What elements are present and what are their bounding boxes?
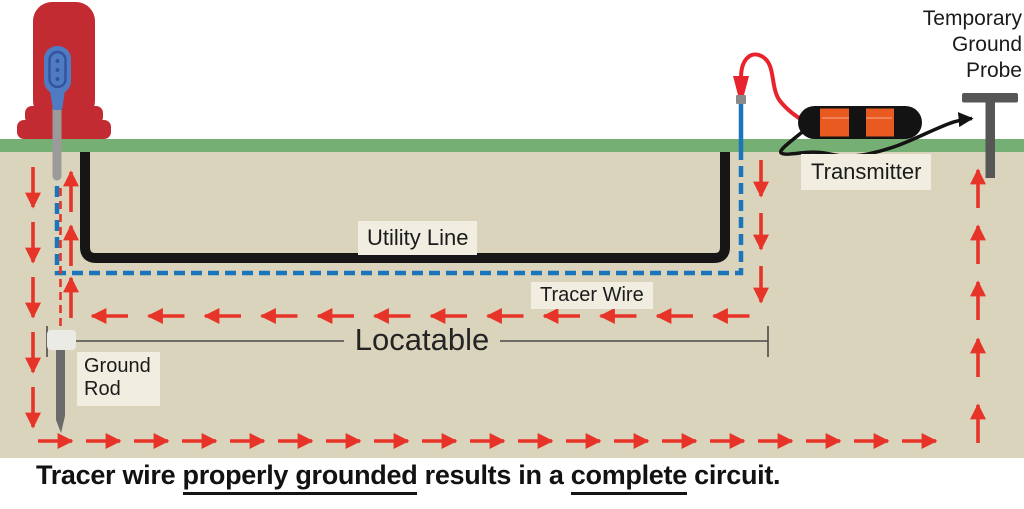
locatable-label: Locatable	[354, 322, 490, 357]
underground-soil	[0, 152, 1024, 458]
tracer-wire-dashed	[54, 152, 744, 276]
ground-rod-label-line2: Rod	[84, 378, 121, 400]
transmitter-label: Transmitter	[801, 154, 932, 190]
utility-line-label: Utility Line	[358, 221, 478, 255]
device-dot	[55, 68, 60, 72]
probe-label-line1: Temporary	[922, 7, 1022, 30]
hydrant-base-upper	[25, 106, 103, 124]
caption-underlined-complete: complete	[570, 460, 687, 495]
probe-label-line2: Ground	[951, 33, 1022, 56]
probe-handle	[962, 93, 1018, 103]
transmitter-icon	[798, 106, 922, 139]
ground-rod-label-line1: Ground	[84, 355, 151, 377]
transmitter-band	[849, 106, 866, 139]
ground-rod-cap	[47, 330, 76, 350]
caption-text: Tracer wire properly grounded results in…	[36, 460, 781, 495]
device-outline	[48, 50, 67, 89]
wire-ferrule	[736, 95, 746, 104]
pipe-path	[80, 152, 730, 263]
caption-part2: results in a	[417, 460, 571, 490]
connection-device-icon	[44, 46, 71, 110]
probe-shaft	[985, 96, 995, 178]
tracer-wire-label: Tracer Wire	[531, 282, 653, 309]
tracer-wire	[54, 76, 749, 276]
transmitter-red-lead	[739, 52, 809, 125]
caption-underlined-properly-grounded: properly grounded	[182, 460, 418, 495]
utility-line-pipe	[80, 152, 730, 263]
ground-rod	[47, 330, 76, 433]
ground-rod-shaft	[56, 350, 65, 433]
hydrant-base-lower	[17, 120, 111, 139]
red-clip-icon	[733, 76, 749, 95]
caption-part1: Tracer wire	[36, 460, 183, 490]
temporary-ground-probe-label: Temporary Ground Probe	[898, 6, 1022, 84]
current-flow-arrows	[25, 160, 986, 449]
device-dot	[55, 77, 60, 81]
ground-surface-strip	[0, 139, 1024, 152]
device-dot	[55, 59, 60, 63]
probe-label-line3: Probe	[965, 59, 1022, 82]
caption-part3: circuit.	[686, 460, 781, 490]
ground-rod-label: Ground Rod	[77, 352, 160, 406]
temporary-ground-probe-icon	[962, 93, 1018, 178]
